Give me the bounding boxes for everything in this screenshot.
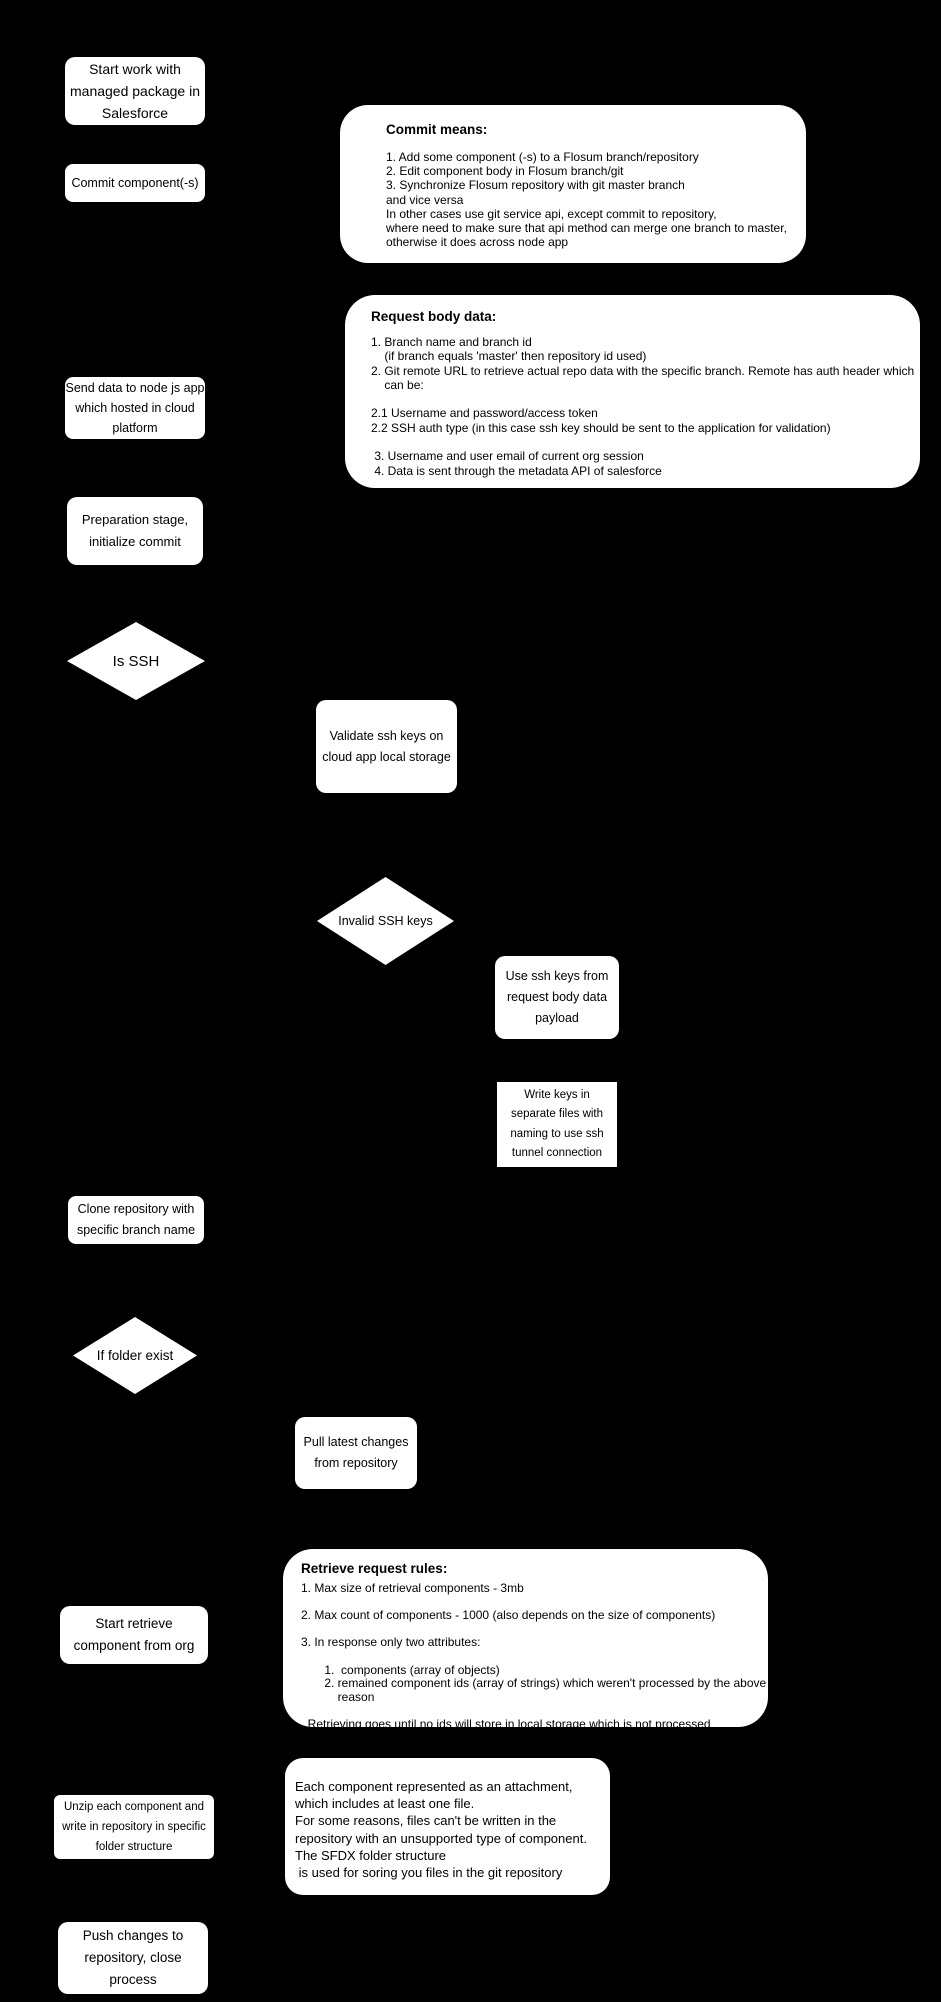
node-use-ssh-keys: Use ssh keys from request body data payl… [495,956,619,1039]
node-preparation-stage: Preparation stage, initialize commit [67,497,203,565]
note-retrieve-rules: Retrieve request rules: 1. Max size of r… [283,1549,768,1731]
node-start-retrieve: Start retrieve component from org [60,1606,208,1664]
node-commit-components: Commit component(-s) [65,164,205,202]
node-clone-repository: Clone repository with specific branch na… [68,1196,204,1244]
note-commit-means: Commit means: 1. Add some component (-s)… [340,105,806,263]
note-retrieve-rules-body: 1. Max size of retrieval components - 3m… [301,1581,767,1731]
node-write-keys: Write keys in separate files with naming… [497,1082,617,1167]
decision-if-folder-exist: If folder exist [73,1317,197,1394]
node-send-data: Send data to node js app which hosted in… [65,377,205,439]
note-commit-means-body: 1. Add some component (-s) to a Flosum b… [386,150,787,250]
node-validate-ssh-keys: Validate ssh keys on cloud app local sto… [316,700,457,793]
node-pull-latest-changes: Pull latest changes from repository [295,1417,417,1489]
note-retrieve-rules-title: Retrieve request rules: [301,1561,448,1576]
decision-invalid-ssh-keys: Invalid SSH keys [317,877,454,965]
note-commit-means-title: Commit means: [386,122,488,137]
note-each-component-body: Each component represented as an attachm… [295,1779,587,1881]
decision-is-ssh: Is SSH [67,622,205,700]
note-request-body: Request body data: 1. Branch name and br… [345,295,920,488]
node-start-work: Start work with managed package in Sales… [65,57,205,125]
note-request-body-body: 1. Branch name and branch id (if branch … [371,335,915,478]
note-each-component: Each component represented as an attachm… [285,1758,610,1895]
node-unzip-component: Unzip each component and write in reposi… [54,1795,214,1859]
note-request-body-title: Request body data: [371,309,497,324]
node-push-changes: Push changes to repository, close proces… [58,1922,208,1994]
